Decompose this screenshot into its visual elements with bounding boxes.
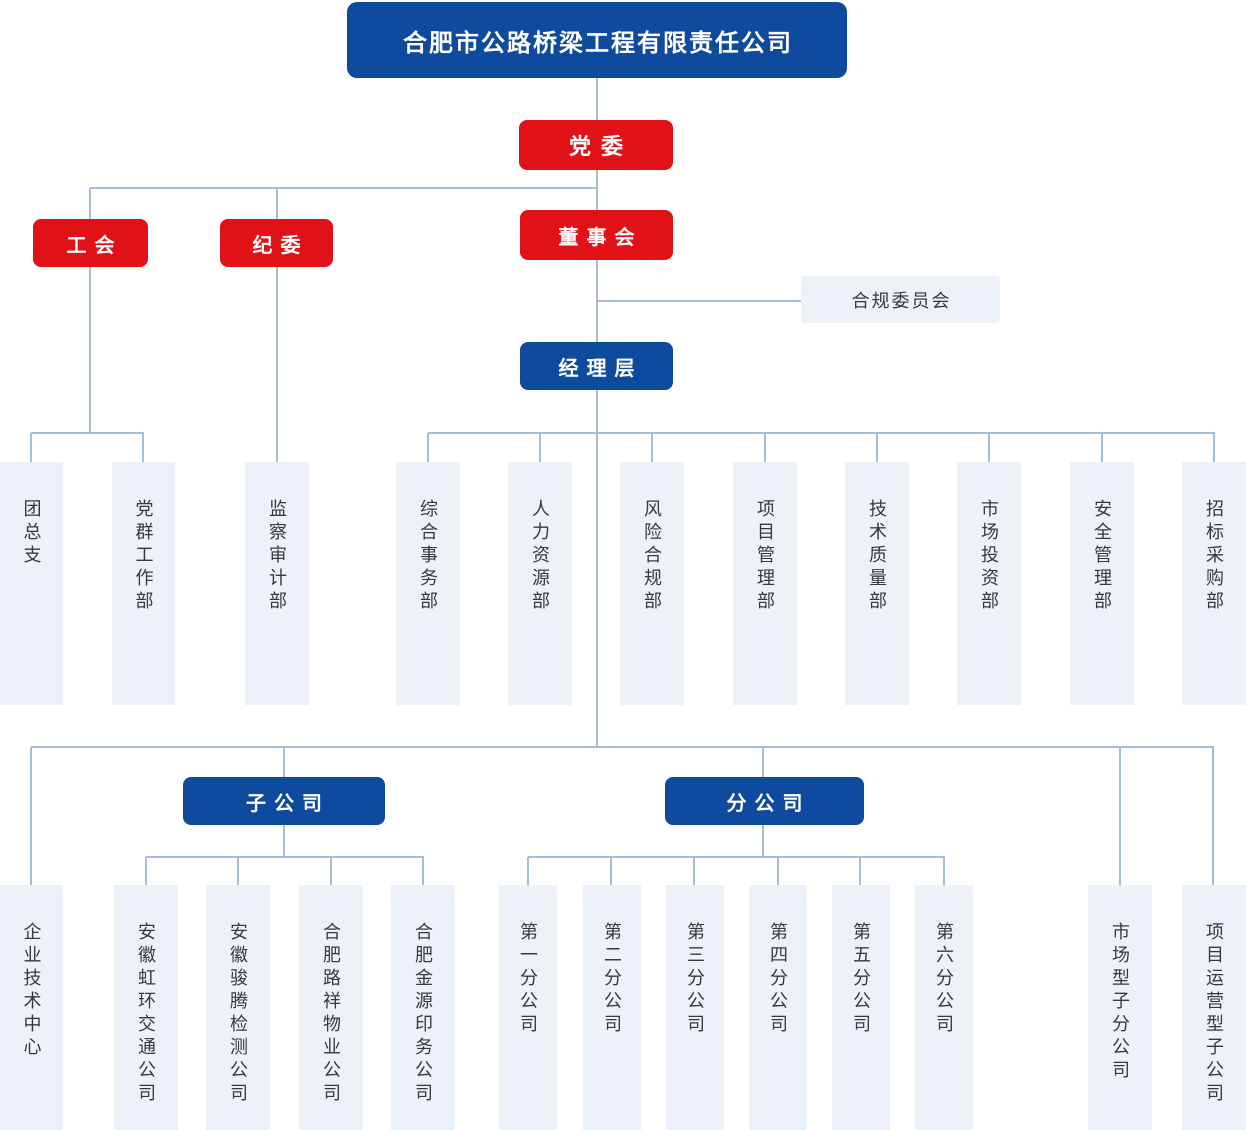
connector-line-vertical bbox=[276, 267, 278, 462]
department-column: 人力资源部 bbox=[508, 462, 572, 705]
party-mass-column-label: 团总支 bbox=[21, 499, 42, 568]
subsidiary-column-label: 合肥金源印务公司 bbox=[413, 922, 433, 1106]
connector-line-vertical bbox=[1213, 433, 1215, 462]
subsidiaries-group-node: 子公司 bbox=[183, 777, 385, 825]
audit-column-label: 监察审计部 bbox=[267, 499, 287, 614]
department-column-label: 综合事务部 bbox=[418, 499, 438, 614]
connector-line-vertical bbox=[988, 433, 990, 462]
connector-line-vertical bbox=[422, 857, 424, 885]
department-column: 技术质量部 bbox=[845, 462, 909, 705]
department-column: 招标采购部 bbox=[1182, 462, 1246, 705]
connector-line-vertical bbox=[943, 857, 945, 885]
subsidiary-column-label: 安徽虹环交通公司 bbox=[136, 922, 156, 1106]
branch-column: 第三分公司 bbox=[666, 885, 724, 1130]
subsidiary-column: 安徽虹环交通公司 bbox=[114, 885, 178, 1130]
connector-line-vertical bbox=[30, 747, 32, 885]
management-level-node: 经理层 bbox=[520, 342, 673, 390]
branch-column-label: 第三分公司 bbox=[685, 922, 705, 1037]
branch-column-label: 第一分公司 bbox=[518, 922, 538, 1037]
party-mass-column: 团总支 bbox=[0, 462, 63, 705]
branch-column-label: 第二分公司 bbox=[602, 922, 622, 1037]
department-column: 安全管理部 bbox=[1070, 462, 1134, 705]
compliance-committee-node: 合规委员会 bbox=[801, 276, 1000, 323]
connector-line-vertical bbox=[30, 433, 32, 462]
direct-unit-column: 企业技术中心 bbox=[0, 885, 63, 1130]
branch-column: 第五分公司 bbox=[832, 885, 890, 1130]
discipline-committee-node: 纪委 bbox=[220, 219, 333, 267]
connector-line-vertical bbox=[283, 825, 285, 857]
department-column-label: 市场投资部 bbox=[979, 499, 999, 614]
connector-line-vertical bbox=[539, 433, 541, 462]
connector-line-vertical bbox=[610, 857, 612, 885]
connector-line-vertical bbox=[596, 170, 598, 210]
branch-column: 第四分公司 bbox=[749, 885, 807, 1130]
special-branch-column: 市场型子分公司 bbox=[1088, 885, 1152, 1130]
connector-line-vertical bbox=[764, 433, 766, 462]
connector-line-vertical bbox=[283, 747, 285, 777]
connector-line-vertical bbox=[1101, 433, 1103, 462]
connector-line-horizontal bbox=[31, 432, 144, 434]
branch-column: 第二分公司 bbox=[583, 885, 641, 1130]
subsidiary-column: 安徽骏腾检测公司 bbox=[206, 885, 270, 1130]
board-of-directors-node: 董事会 bbox=[520, 210, 673, 260]
department-column-label: 项目管理部 bbox=[755, 499, 775, 614]
department-column-label: 招标采购部 bbox=[1204, 499, 1224, 614]
connector-line-vertical bbox=[762, 747, 764, 777]
connector-line-vertical bbox=[89, 267, 91, 433]
connector-line-horizontal bbox=[428, 432, 1215, 434]
direct-unit-column-label: 企业技术中心 bbox=[21, 922, 42, 1060]
connector-line-vertical bbox=[276, 188, 278, 219]
connector-line-vertical bbox=[145, 857, 147, 885]
branch-column-label: 第五分公司 bbox=[851, 922, 871, 1037]
branches-group-node: 分公司 bbox=[665, 777, 864, 825]
connector-line-vertical bbox=[596, 78, 598, 120]
connector-line-vertical bbox=[859, 857, 861, 885]
connector-line-horizontal bbox=[90, 187, 598, 189]
connector-line-vertical bbox=[1119, 747, 1121, 885]
connector-line-horizontal bbox=[597, 300, 801, 302]
connector-line-vertical bbox=[330, 857, 332, 885]
audit-column: 监察审计部 bbox=[245, 462, 309, 705]
connector-line-vertical bbox=[1212, 747, 1214, 885]
department-column-label: 人力资源部 bbox=[530, 499, 550, 614]
department-column: 风险合规部 bbox=[620, 462, 684, 705]
branch-column: 第一分公司 bbox=[499, 885, 557, 1130]
labor-union-node: 工会 bbox=[33, 219, 148, 267]
special-branch-column-label: 市场型子分公司 bbox=[1110, 922, 1130, 1083]
subsidiary-column: 合肥金源印务公司 bbox=[391, 885, 455, 1130]
branch-column-label: 第六分公司 bbox=[934, 922, 954, 1037]
connector-line-vertical bbox=[527, 857, 529, 885]
connector-line-vertical bbox=[762, 825, 764, 857]
subsidiary-column: 合肥路祥物业公司 bbox=[299, 885, 363, 1130]
special-branch-column: 项目运营型子公司 bbox=[1182, 885, 1246, 1130]
connector-line-vertical bbox=[693, 857, 695, 885]
connector-line-vertical bbox=[876, 433, 878, 462]
department-column: 项目管理部 bbox=[733, 462, 797, 705]
connector-line-vertical bbox=[596, 390, 598, 747]
connector-line-vertical bbox=[427, 433, 429, 462]
party-mass-column-label: 党群工作部 bbox=[133, 499, 154, 614]
connector-line-vertical bbox=[777, 857, 779, 885]
branch-column: 第六分公司 bbox=[915, 885, 973, 1130]
department-column: 市场投资部 bbox=[957, 462, 1021, 705]
branch-column-label: 第四分公司 bbox=[768, 922, 788, 1037]
connector-line-horizontal bbox=[146, 856, 424, 858]
department-column: 综合事务部 bbox=[396, 462, 460, 705]
connector-line-horizontal bbox=[31, 746, 1214, 748]
connector-line-vertical bbox=[142, 433, 144, 462]
connector-line-vertical bbox=[237, 857, 239, 885]
connector-line-vertical bbox=[651, 433, 653, 462]
department-column-label: 安全管理部 bbox=[1092, 499, 1112, 614]
subsidiary-column-label: 安徽骏腾检测公司 bbox=[228, 922, 248, 1106]
special-branch-column-label: 项目运营型子公司 bbox=[1204, 922, 1224, 1106]
department-column-label: 技术质量部 bbox=[867, 499, 887, 614]
party-mass-column: 党群工作部 bbox=[112, 462, 175, 705]
department-column-label: 风险合规部 bbox=[642, 499, 662, 614]
connector-line-vertical bbox=[89, 188, 91, 219]
connector-line-horizontal bbox=[528, 856, 945, 858]
party-committee-node: 党委 bbox=[519, 120, 673, 170]
company-root-node: 合肥市公路桥梁工程有限责任公司 bbox=[347, 2, 847, 78]
subsidiary-column-label: 合肥路祥物业公司 bbox=[321, 922, 341, 1106]
